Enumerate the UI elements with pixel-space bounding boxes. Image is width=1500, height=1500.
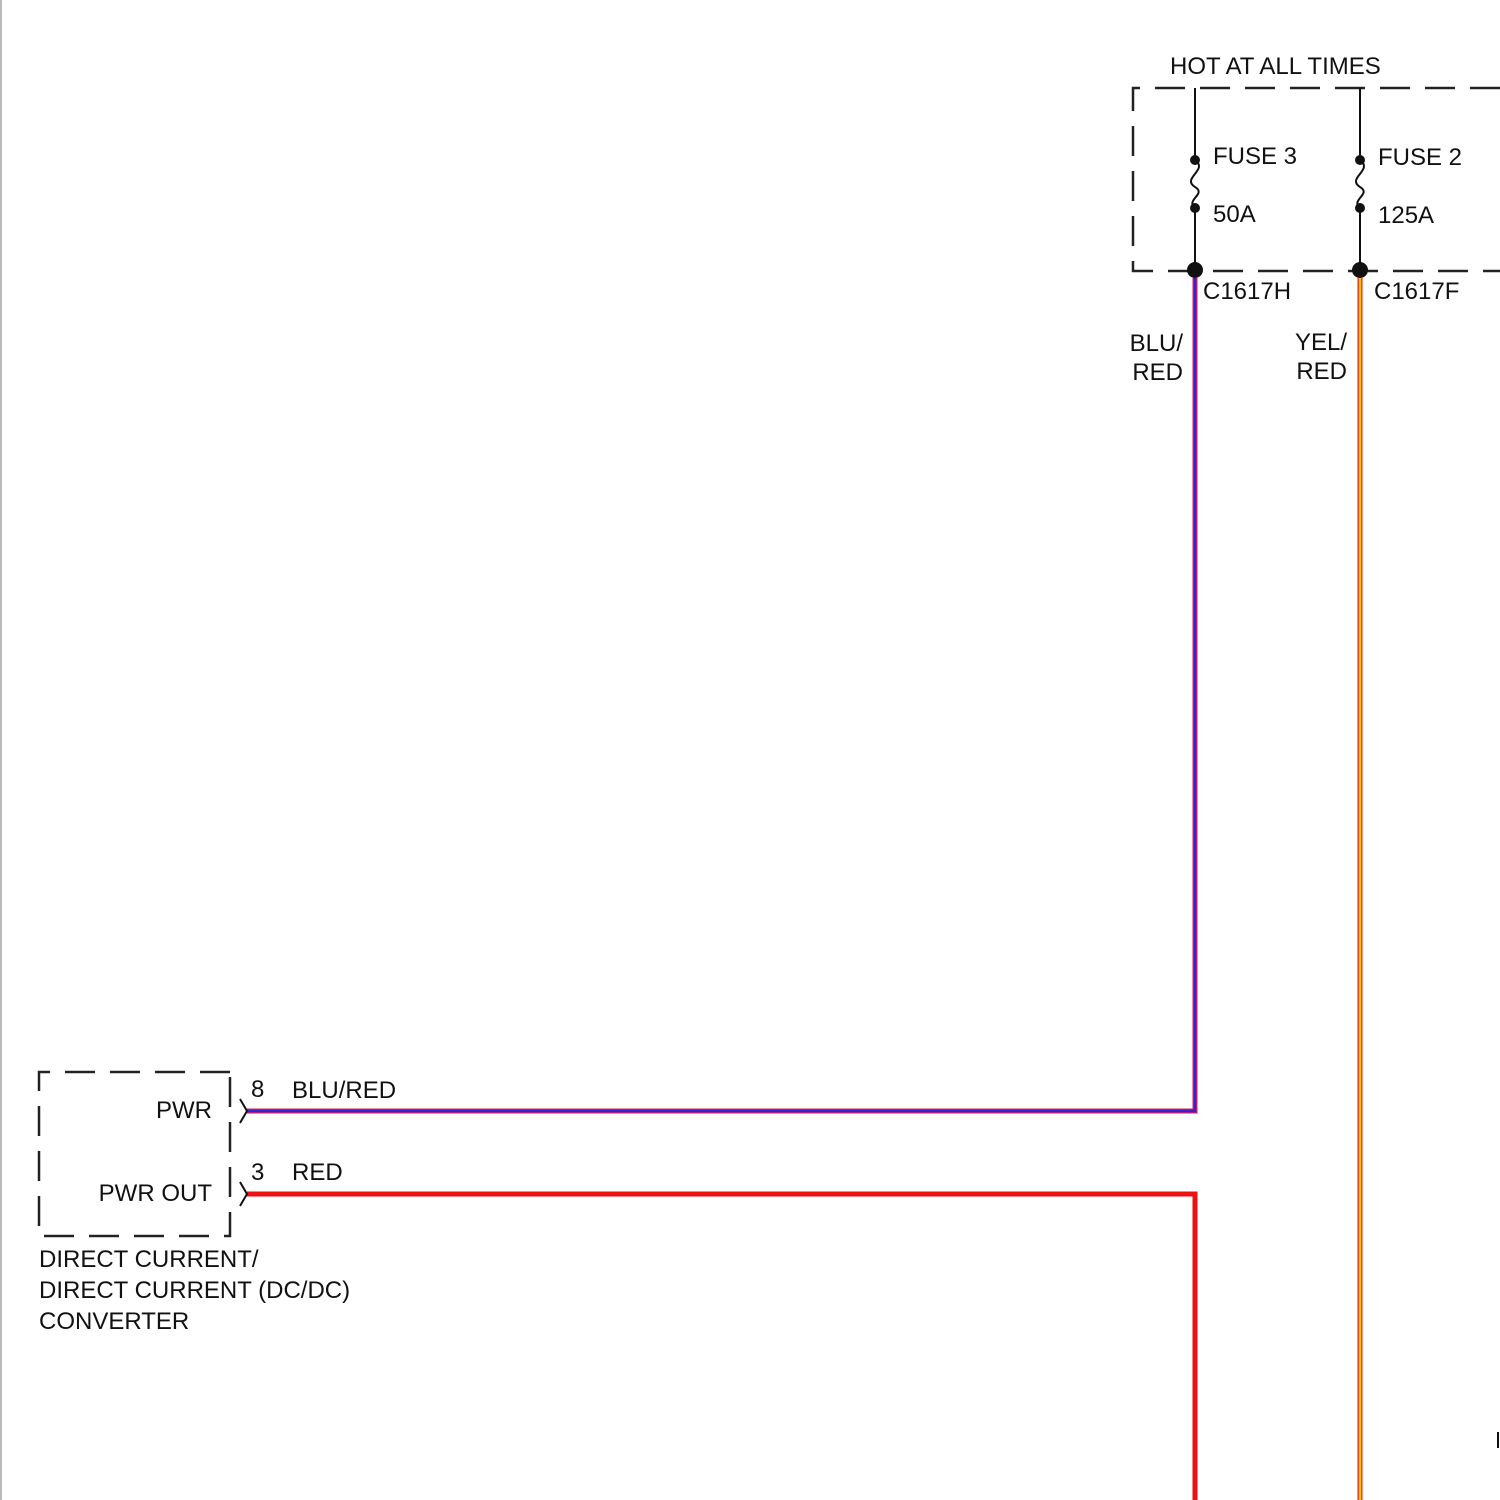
fuse-3-rating: 50A <box>1213 201 1256 228</box>
pin-pwr-connector-symbol <box>240 1099 247 1123</box>
converter-pin-pwr-out: PWR OUT 3 RED <box>99 1159 343 1207</box>
fuse-3: FUSE 3 50A C1617H <box>1187 88 1297 305</box>
wire-blu-red: BLU/ RED <box>247 278 1195 1111</box>
converter-pin-pwr: PWR 8 BLU/RED <box>156 1076 396 1124</box>
pin-pwr-out-number: 3 <box>251 1159 264 1186</box>
pin-pwr-out-connector-symbol <box>240 1182 247 1206</box>
fuse-2-name: FUSE 2 <box>1378 144 1462 171</box>
converter-name-line3: CONVERTER <box>39 1308 189 1335</box>
wire-yel-red-label-line2: RED <box>1296 358 1347 385</box>
wire-blu-red-label-line1: BLU/ <box>1130 330 1184 357</box>
connector-c1617h-dot <box>1187 262 1203 278</box>
pin-pwr-number: 8 <box>251 1076 264 1103</box>
fuse-box-outline <box>1133 88 1500 271</box>
pin-pwr-out-label: PWR OUT <box>99 1180 213 1207</box>
fuse-3-element-symbol <box>1191 160 1199 208</box>
pin-pwr-wire-color: BLU/RED <box>292 1077 396 1104</box>
fuse-box: HOT AT ALL TIMES FUSE 3 50A C1617H FUSE … <box>1133 53 1500 305</box>
connector-c1617h-label: C1617H <box>1203 278 1291 305</box>
fuse-2-rating: 125A <box>1378 202 1434 229</box>
fuse-2: FUSE 2 125A C1617F <box>1352 88 1462 305</box>
wire-yel-red: YEL/ RED <box>1295 278 1360 1500</box>
fuse-box-title: HOT AT ALL TIMES <box>1170 53 1381 80</box>
connector-c1617f-label: C1617F <box>1374 278 1459 305</box>
fuse-3-name: FUSE 3 <box>1213 143 1297 170</box>
wire-red-line <box>247 1194 1195 1500</box>
wire-red <box>247 1194 1195 1500</box>
converter-name-line1: DIRECT CURRENT/ <box>39 1246 259 1273</box>
wire-blu-red-label-line2: RED <box>1132 359 1183 386</box>
pin-pwr-label: PWR <box>156 1097 212 1124</box>
converter-name-line2: DIRECT CURRENT (DC/DC) <box>39 1277 350 1304</box>
connector-c1617f-dot <box>1352 262 1368 278</box>
wire-yel-red-label-line1: YEL/ <box>1295 329 1347 356</box>
pin-pwr-out-wire-color: RED <box>292 1159 343 1186</box>
wire-blu-red-stripe <box>247 278 1195 1111</box>
wire-blu-red-core <box>247 278 1195 1111</box>
fuse-2-element-symbol <box>1356 160 1364 208</box>
